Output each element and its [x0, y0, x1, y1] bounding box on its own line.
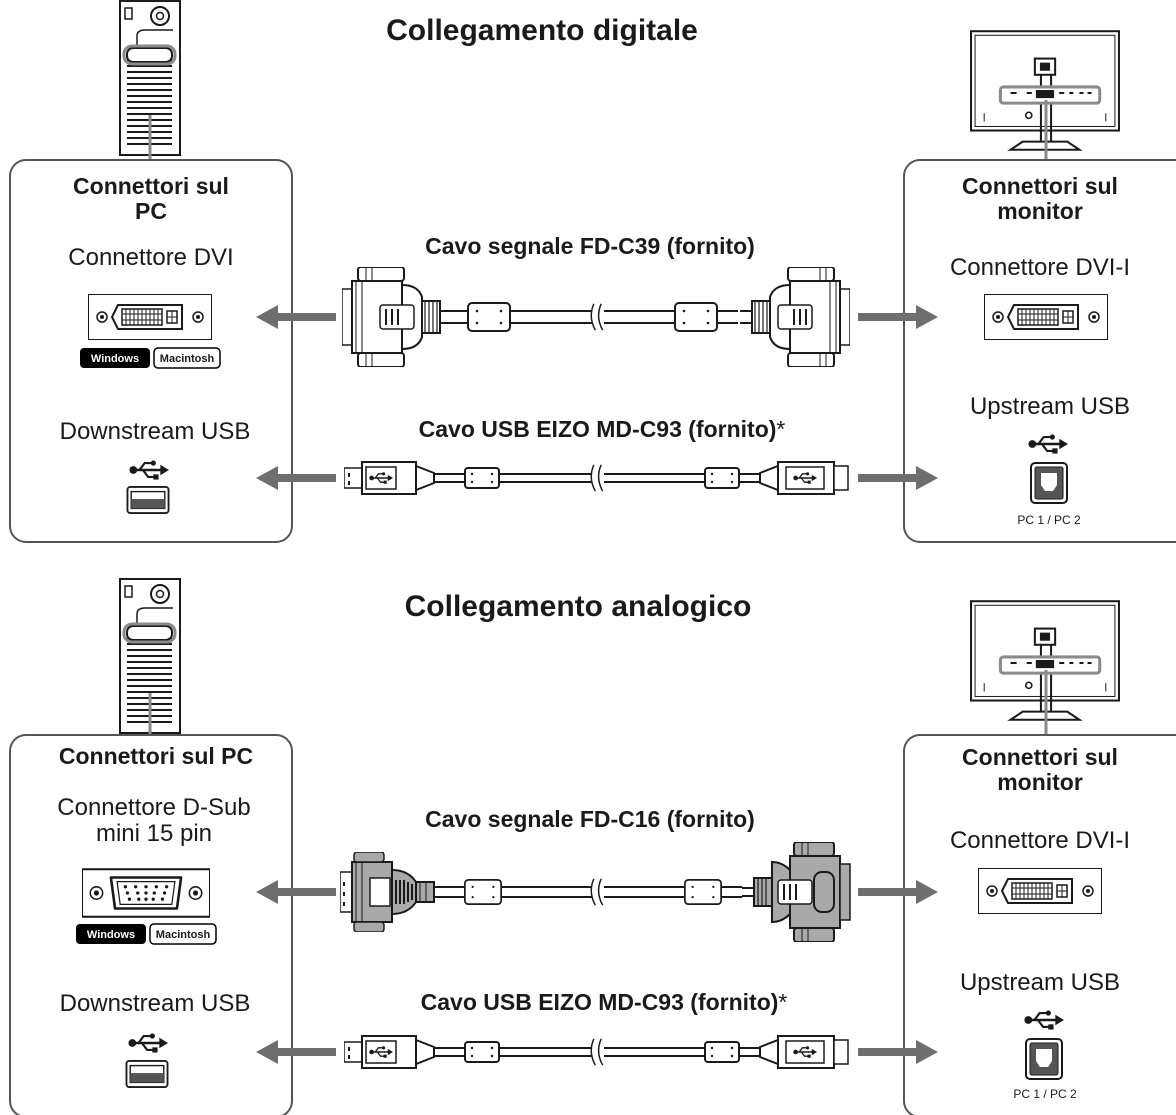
- monitor-connectors-box: [903, 159, 1176, 543]
- monitor-box-heading-line1: Connettori sul: [962, 173, 1118, 199]
- pc-connector-label-line1: Connettore D-Sub: [57, 794, 250, 821]
- pc-box-heading: Connettori sul PC: [59, 743, 253, 769]
- pc-connector-label: Connettore DVI: [68, 244, 233, 271]
- os-badge-windows: Windows: [80, 348, 150, 368]
- section-analog: Collegamento analogico Connettori sul PC…: [9, 578, 1176, 1115]
- monitor-box-heading-line2: monitor: [997, 769, 1083, 795]
- pc-connector-label-line2: mini 15 pin: [96, 820, 212, 847]
- monitor-connector-label: Connettore DVI-I: [950, 827, 1130, 854]
- monitor-box-heading-line2: monitor: [997, 198, 1083, 224]
- upstream-usb-label: Upstream USB: [970, 393, 1130, 420]
- svg-text:Cavo USB EIZO MD-C93 (fornito): Cavo USB EIZO MD-C93 (fornito)*: [421, 989, 788, 1015]
- svg-text:Cavo USB EIZO MD-C93 (fornito): Cavo USB EIZO MD-C93 (fornito)*: [419, 416, 786, 442]
- dvi-i-port-icon: [978, 868, 1102, 914]
- usb-a-port-icon: [125, 1060, 169, 1088]
- usb-cable-icon: [344, 462, 848, 494]
- downstream-usb-label: Downstream USB: [60, 990, 251, 1017]
- monitor-connectors-box: [903, 734, 1176, 1115]
- svg-text:Windows: Windows: [87, 929, 135, 941]
- pc-box-heading-line1: Connettori sul: [73, 173, 229, 199]
- section-title: Collegamento analogico: [405, 590, 752, 623]
- usb-a-port-icon: [126, 486, 170, 514]
- signal-cable-label: Cavo segnale FD-C39 (fornito): [425, 233, 755, 259]
- svg-text:Macintosh: Macintosh: [160, 353, 215, 365]
- os-badge-macintosh: Macintosh: [153, 347, 221, 369]
- usb-b-port-icon: [1025, 1038, 1063, 1080]
- downstream-usb-label: Downstream USB: [60, 418, 251, 445]
- port-caption: PC 1 / PC 2: [1013, 1087, 1077, 1101]
- usb-cable-label: Cavo USB EIZO MD-C93 (fornito)*: [421, 989, 788, 1015]
- svg-text:Macintosh: Macintosh: [156, 929, 211, 941]
- section-title: Collegamento digitale: [386, 14, 698, 47]
- os-badge-macintosh: Macintosh: [149, 923, 217, 945]
- dvi-port-icon: [88, 294, 212, 340]
- port-caption: PC 1 / PC 2: [1017, 513, 1081, 527]
- monitor-connector-label: Connettore DVI-I: [950, 254, 1130, 281]
- vga-dvi-cable-icon: [340, 842, 851, 942]
- vga-port-icon: [82, 868, 210, 918]
- usb-b-port-icon: [1030, 462, 1068, 504]
- monitor-box-heading-line1: Connettori sul: [962, 744, 1118, 770]
- usb-cable-icon: [344, 1036, 848, 1068]
- usb-cable-label: Cavo USB EIZO MD-C93 (fornito)*: [419, 416, 786, 442]
- pc-connectors-box: [9, 159, 293, 543]
- dvi-cable-icon: [342, 267, 850, 367]
- upstream-usb-label: Upstream USB: [960, 969, 1120, 996]
- os-badge-windows: Windows: [76, 924, 146, 944]
- signal-cable-label: Cavo segnale FD-C16 (fornito): [425, 806, 755, 832]
- section-digital: Collegamento digitale Connettori sul PC …: [9, 0, 1176, 543]
- pc-box-heading-line2: PC: [135, 198, 167, 224]
- dvi-i-port-icon: [984, 294, 1108, 340]
- svg-text:Windows: Windows: [91, 353, 139, 365]
